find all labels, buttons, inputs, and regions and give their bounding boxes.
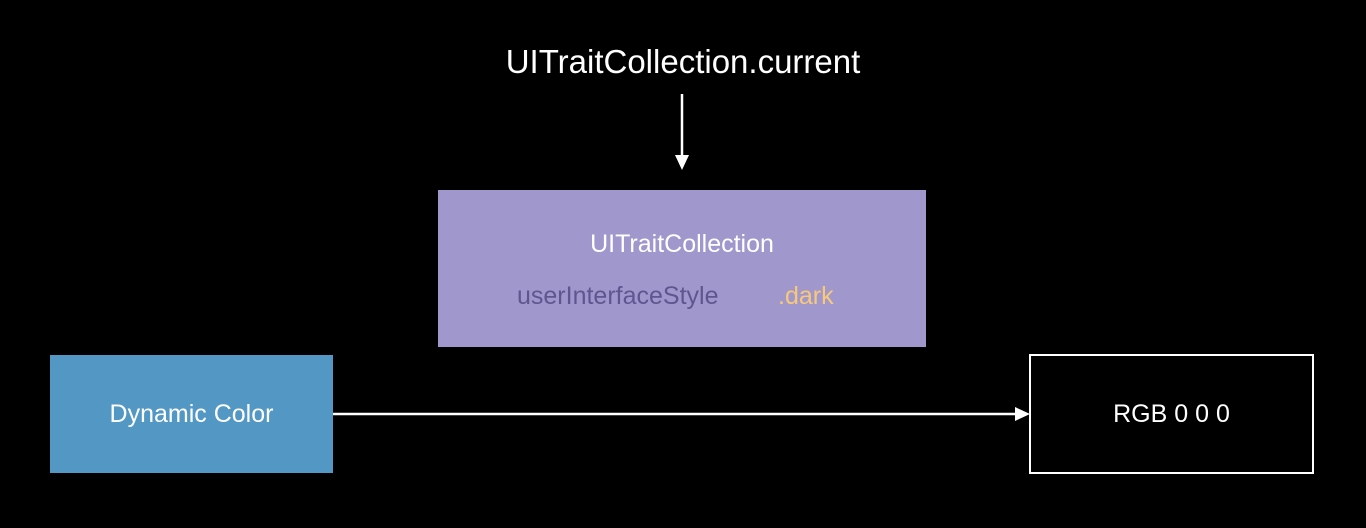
diagram-title: UITraitCollection.current	[505, 43, 861, 80]
rgb-result-box: RGB 0 0 0	[1029, 354, 1314, 474]
rgb-result-label: RGB 0 0 0	[1113, 399, 1230, 428]
trait-collection-box	[438, 190, 926, 347]
dynamic-color-box: Dynamic Color	[50, 355, 333, 473]
trait-property-value: .dark	[778, 282, 834, 310]
dynamic-color-label: Dynamic Color	[109, 399, 274, 428]
trait-collection-title: UITraitCollection	[590, 230, 774, 258]
right-arrow-head	[1015, 407, 1030, 421]
down-arrow-head	[675, 155, 689, 170]
trait-property-label: userInterfaceStyle	[517, 282, 719, 310]
